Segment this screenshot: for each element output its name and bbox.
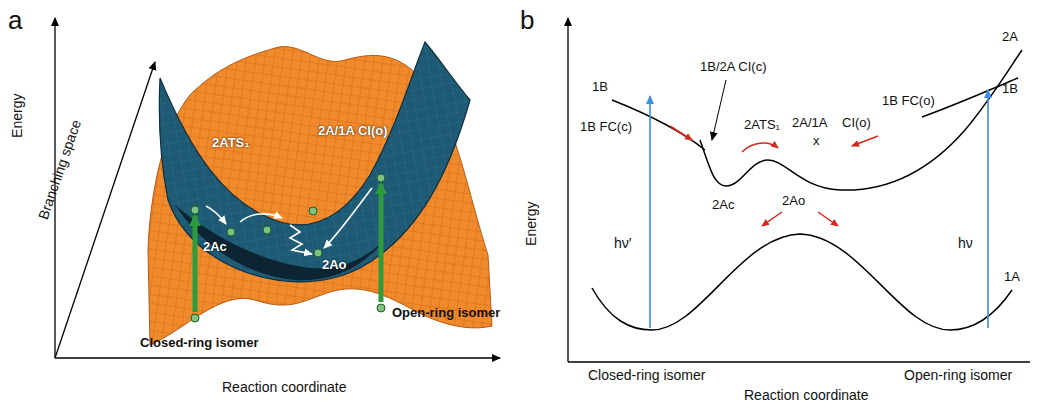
axis-label: Reaction coordinate (744, 388, 869, 403)
ci-marker: x (813, 134, 820, 148)
state-label: CI(o) (842, 116, 871, 130)
axis-label: Energy (524, 202, 539, 246)
state-label: 1B FC(c) (580, 120, 632, 134)
photon-label: hν (958, 236, 973, 251)
state-label: 2A/1A CI(o) (318, 124, 388, 138)
isomer-label: Closed-ring isomer (140, 336, 258, 350)
state-label: 2A/1A (792, 116, 827, 130)
state-label: 2A (1002, 30, 1018, 44)
state-label: 2Ac (203, 240, 227, 254)
state-label: 1B (592, 80, 608, 94)
panel-letter: a (8, 6, 22, 35)
isomer-label: Open-ring isomer (904, 368, 1012, 383)
state-label: 1B (1002, 82, 1018, 96)
state-label: 2Ao (322, 258, 347, 272)
state-label: 1B/2A CI(c) (700, 60, 766, 74)
isomer-label: Open-ring isomer (392, 306, 500, 320)
state-label: 1B FC(o) (882, 94, 935, 108)
photon-label: hν′ (614, 236, 631, 251)
isomer-label: Closed-ring isomer (588, 368, 705, 383)
state-label: 2Ao (782, 194, 805, 208)
state-label: 2Ac (712, 198, 734, 212)
axis-label: Reaction coordinate (222, 380, 347, 395)
axis-label: Energy (10, 94, 25, 138)
axis-label: Branching space (36, 118, 85, 222)
panel-letter: b (520, 6, 534, 35)
state-label: 2ATS₁ (744, 118, 780, 132)
state-label: 1A (1004, 270, 1020, 284)
state-label: 2ATS₁ (212, 136, 250, 150)
